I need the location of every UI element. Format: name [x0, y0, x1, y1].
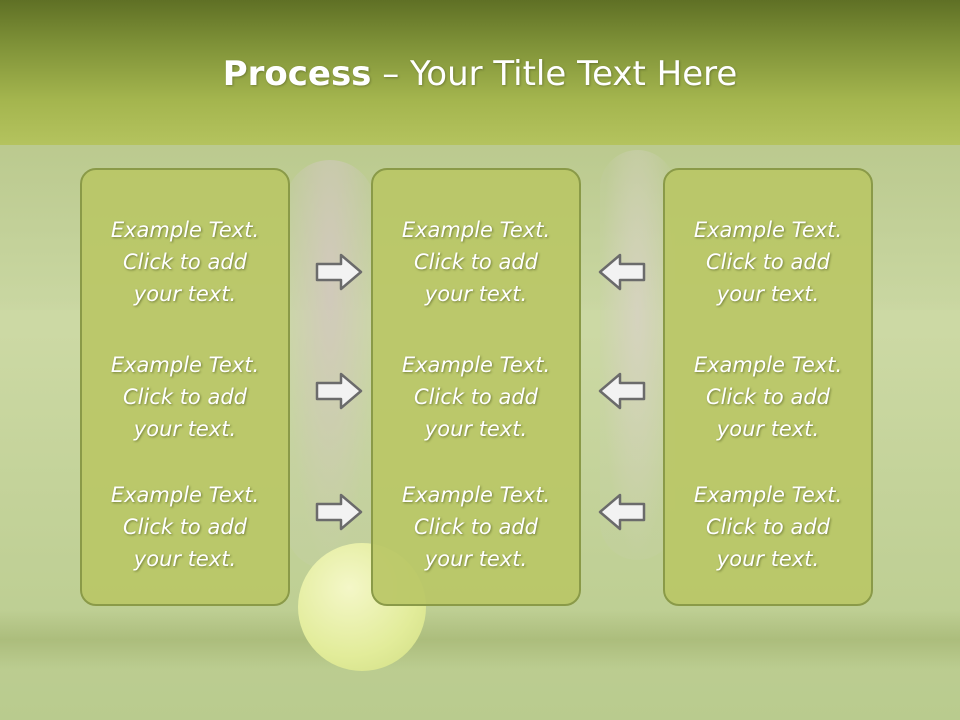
background-shadow — [0, 610, 960, 670]
panel-text-line: Click to add — [413, 385, 538, 409]
panel-text-line: your text. — [133, 417, 237, 441]
panel-text-line: Example Text. — [110, 218, 260, 242]
panel-text-line: Example Text. — [693, 483, 843, 507]
process-panel-center[interactable]: Example Text. Click to add your text. Ex… — [371, 168, 581, 606]
right-arrow-icon — [315, 252, 363, 292]
panel-text-line: your text. — [716, 417, 820, 441]
panel-text-block[interactable]: Example Text. Click to add your text. — [665, 349, 871, 445]
panel-text-block[interactable]: Example Text. Click to add your text. — [82, 349, 288, 445]
panel-text-block[interactable]: Example Text. Click to add your text. — [373, 214, 579, 310]
panel-text-line: Click to add — [122, 250, 247, 274]
panel-text-line: Click to add — [122, 385, 247, 409]
right-arrow-icon — [315, 371, 363, 411]
panel-text-line: Example Text. — [401, 218, 551, 242]
panel-text-line: your text. — [133, 282, 237, 306]
panel-text-block[interactable]: Example Text. Click to add your text. — [665, 479, 871, 575]
panel-text-block[interactable]: Example Text. Click to add your text. — [373, 349, 579, 445]
background-child-right — [600, 150, 675, 560]
title-rest: – Your Title Text Here — [371, 54, 738, 94]
panel-text-line: Click to add — [413, 250, 538, 274]
left-arrow-icon — [598, 371, 646, 411]
left-arrow-icon — [598, 252, 646, 292]
panel-text-line: Click to add — [705, 250, 830, 274]
panel-text-block[interactable]: Example Text. Click to add your text. — [665, 214, 871, 310]
panel-text-line: Example Text. — [401, 353, 551, 377]
panel-text-line: your text. — [716, 547, 820, 571]
panel-text-line: your text. — [424, 547, 528, 571]
panel-text-block[interactable]: Example Text. Click to add your text. — [373, 479, 579, 575]
panel-text-line: your text. — [424, 282, 528, 306]
panel-text-line: Example Text. — [693, 353, 843, 377]
panel-text-line: Example Text. — [110, 353, 260, 377]
panel-text-block[interactable]: Example Text. Click to add your text. — [82, 479, 288, 575]
panel-text-line: Click to add — [705, 515, 830, 539]
title-bold: Process — [222, 54, 372, 94]
panel-text-line: your text. — [424, 417, 528, 441]
panel-text-line: Example Text. — [110, 483, 260, 507]
panel-text-line: Example Text. — [693, 218, 843, 242]
slide-title[interactable]: Process – Your Title Text Here — [0, 52, 960, 96]
background-child-left — [285, 160, 375, 570]
process-panel-left[interactable]: Example Text. Click to add your text. Ex… — [80, 168, 290, 606]
panel-text-line: Example Text. — [401, 483, 551, 507]
panel-text-line: Click to add — [413, 515, 538, 539]
panel-text-line: your text. — [716, 282, 820, 306]
left-arrow-icon — [598, 492, 646, 532]
title-bar: Process – Your Title Text Here — [0, 0, 960, 145]
panel-text-line: your text. — [133, 547, 237, 571]
panel-text-line: Click to add — [122, 515, 247, 539]
right-arrow-icon — [315, 492, 363, 532]
panel-text-line: Click to add — [705, 385, 830, 409]
process-panel-right[interactable]: Example Text. Click to add your text. Ex… — [663, 168, 873, 606]
panel-text-block[interactable]: Example Text. Click to add your text. — [82, 214, 288, 310]
